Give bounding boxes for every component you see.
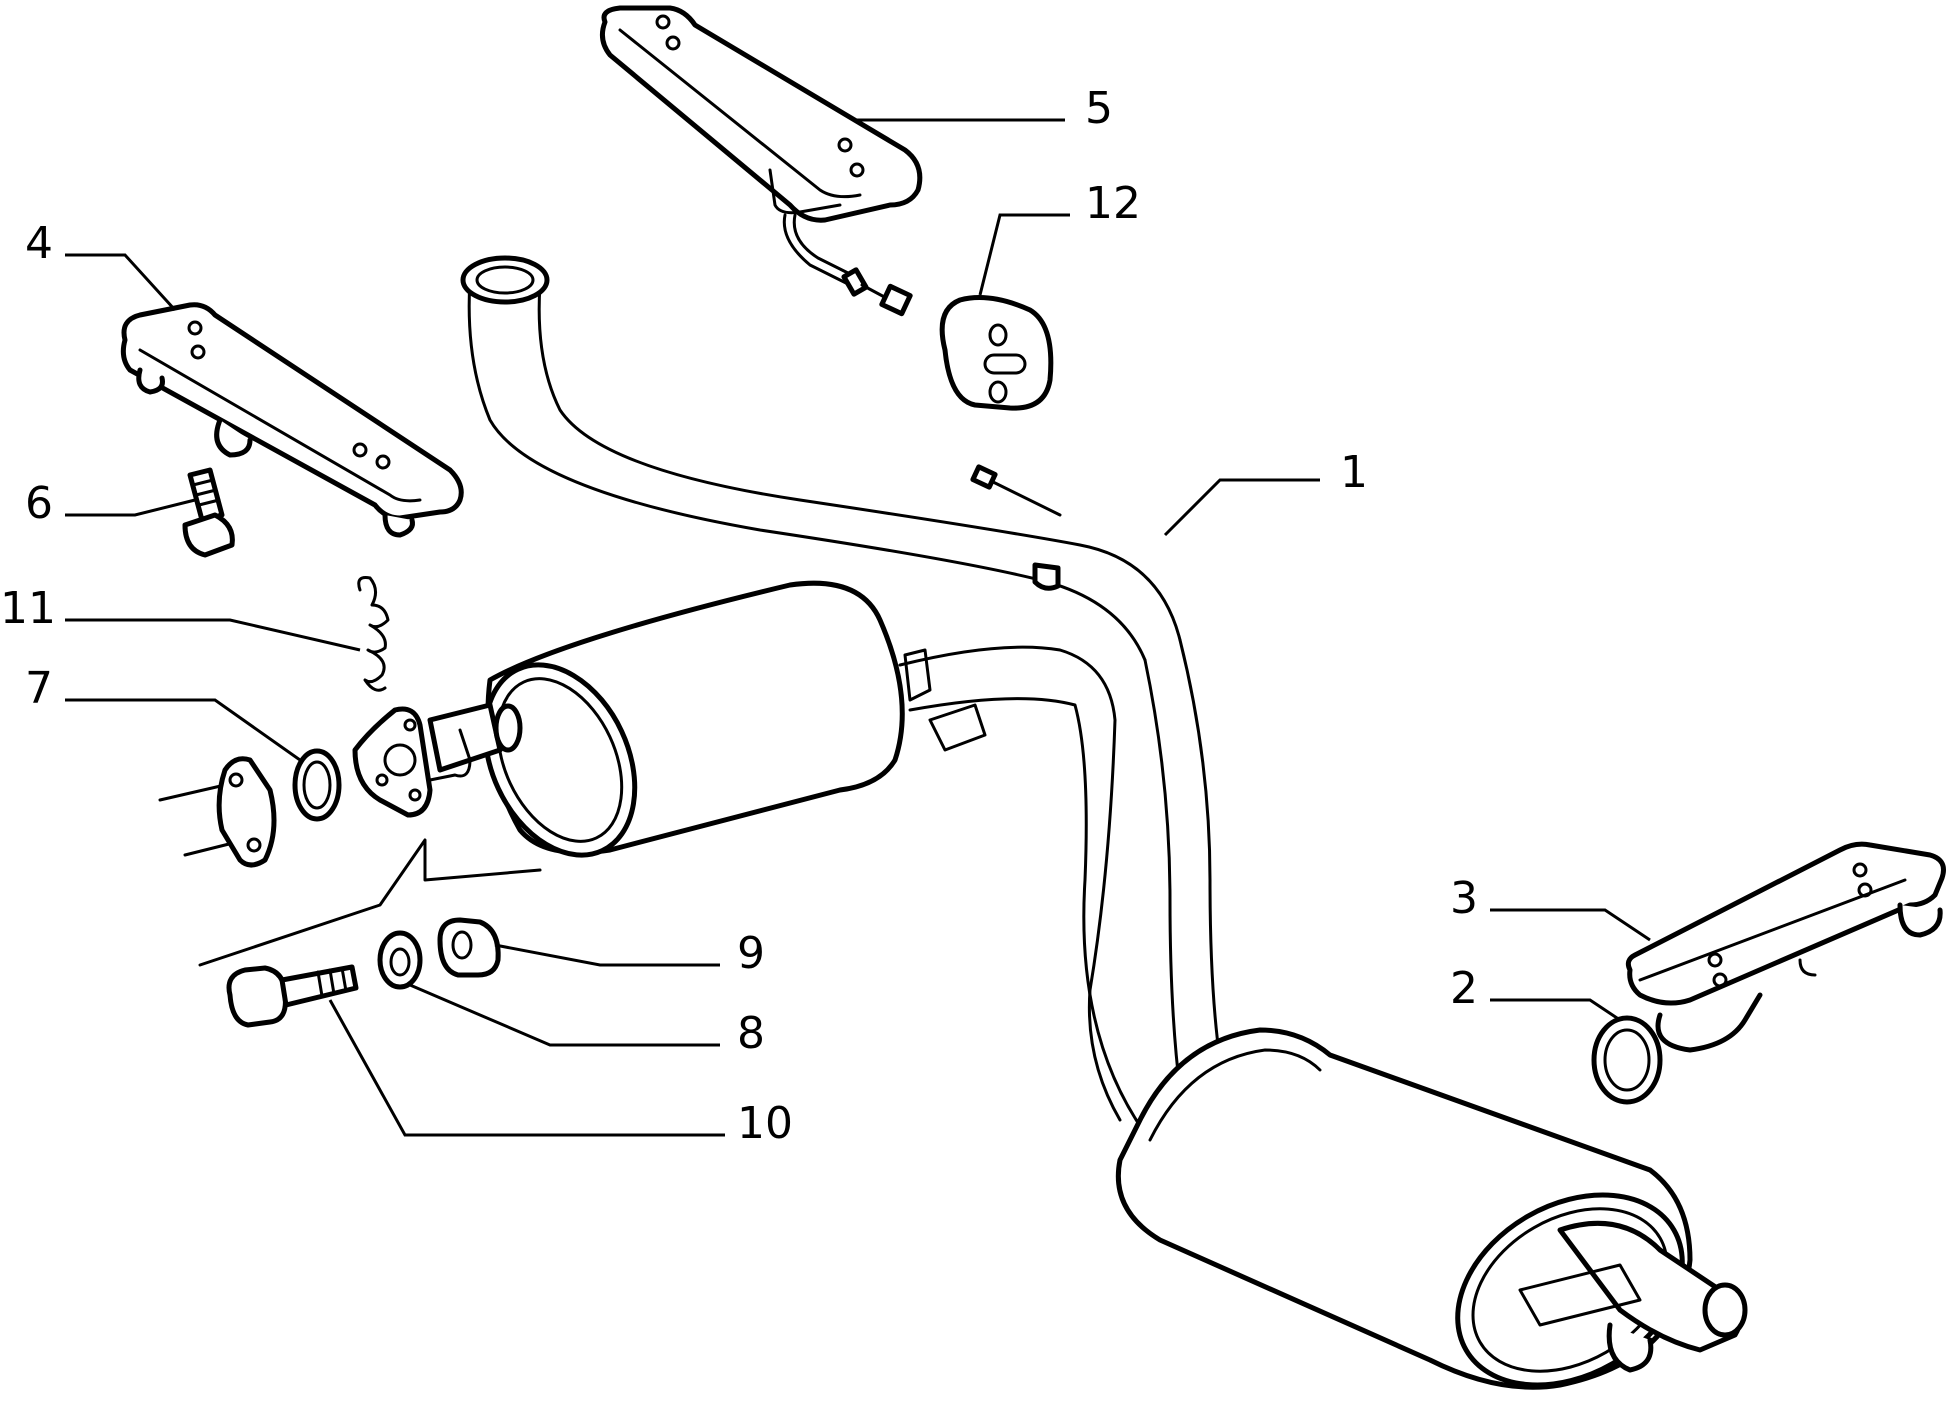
callout-4: 4 <box>25 218 53 269</box>
leader-9 <box>494 943 720 967</box>
callout-2: 2 <box>1450 963 1478 1014</box>
callout-1: 1 <box>1340 447 1368 498</box>
callout-11: 11 <box>0 583 56 634</box>
leader-2 <box>1490 998 1621 1022</box>
callout-5: 5 <box>1085 83 1113 134</box>
leader-7 <box>65 698 301 762</box>
flange-nut <box>437 917 501 978</box>
leader-1 <box>1163 478 1320 537</box>
flange-bolt <box>226 964 359 1028</box>
upper-support-bracket <box>599 5 923 317</box>
leader-lines <box>65 118 1651 1137</box>
leader-8 <box>409 983 720 1047</box>
callout-7: 7 <box>25 663 53 714</box>
callout-9: 9 <box>737 928 765 979</box>
callout-3: 3 <box>1450 873 1478 924</box>
wire-connector <box>879 283 913 317</box>
pipe-inlet <box>460 255 550 305</box>
sensor-wire <box>983 476 1062 517</box>
tension-spring <box>357 576 390 692</box>
callout-10: 10 <box>737 1098 793 1149</box>
exhaust-pipe-assembly <box>427 255 1748 1390</box>
leader-4 <box>65 253 177 312</box>
callout-labels: 1 2 3 4 5 6 7 8 9 10 11 12 <box>0 83 1478 1149</box>
left-support-bracket <box>120 302 464 538</box>
washer <box>377 930 423 990</box>
bracket-bolt <box>182 467 235 558</box>
callout-6: 6 <box>25 478 53 529</box>
inlet-flange-assembly <box>158 706 472 868</box>
rubber-mount <box>939 295 1054 411</box>
ring-gasket-right <box>1591 1015 1663 1105</box>
right-support-bracket <box>1625 841 1946 1053</box>
leader-10 <box>328 999 725 1137</box>
rear-muffler <box>1115 1027 1748 1390</box>
callout-12: 12 <box>1085 178 1141 229</box>
front-muffler <box>427 580 987 858</box>
leader-3 <box>1490 908 1651 942</box>
callout-8: 8 <box>737 1008 765 1059</box>
leader-12 <box>978 213 1070 296</box>
pipe-hanger-pin <box>1032 562 1061 591</box>
ring-gasket-left <box>292 748 342 822</box>
leader-11 <box>65 618 361 652</box>
leader-6 <box>65 498 196 517</box>
